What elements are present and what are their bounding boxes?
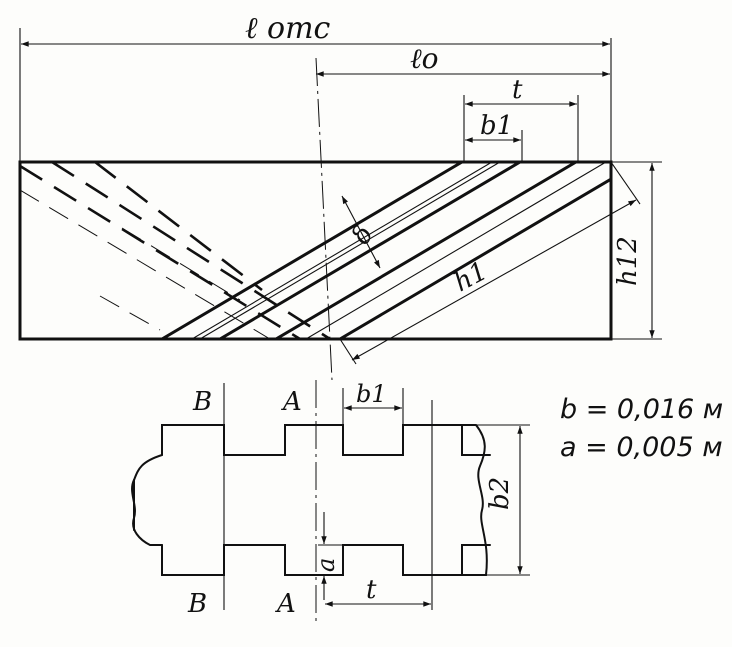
groove-line bbox=[160, 162, 464, 339]
label-section-A-bottom: A bbox=[275, 589, 296, 619]
label-l-zero: ℓo bbox=[410, 42, 439, 75]
note-b-value: b = 0,016 м bbox=[560, 394, 723, 425]
hidden-groove-line bbox=[94, 162, 263, 292]
hidden-groove-line bbox=[51, 162, 331, 339]
break-line-right bbox=[461, 424, 488, 576]
dimension-h1 bbox=[351, 199, 637, 361]
hidden-groove-centerline bbox=[121, 227, 241, 301]
hidden-groove-line bbox=[20, 164, 301, 339]
groove-line bbox=[274, 162, 578, 339]
label-b2: b2 bbox=[485, 477, 515, 510]
label-h12: h12 bbox=[613, 236, 643, 286]
notes: b = 0,016 м a = 0,005 м bbox=[560, 394, 723, 463]
extension-line-h1-bottom bbox=[339, 338, 357, 365]
extension-line-h1-top bbox=[610, 161, 641, 205]
label-b1-top: b1 bbox=[480, 111, 513, 141]
workpiece-outline bbox=[18, 160, 613, 341]
label-l-total: ℓ отс bbox=[245, 11, 331, 46]
label-b1-bottom: b1 bbox=[356, 380, 387, 408]
label-h1: h1 bbox=[449, 256, 492, 298]
section-view: B A B A b1 b2 a t bbox=[131, 380, 530, 625]
hidden-groove-centerline bbox=[20, 189, 271, 339]
hidden-groove-short bbox=[99, 295, 161, 331]
groove-line bbox=[338, 177, 611, 339]
groove-centerline bbox=[191, 162, 493, 339]
profile-top-edge bbox=[161, 424, 491, 456]
break-line-left bbox=[131, 454, 163, 546]
label-t-bottom: t bbox=[366, 575, 377, 605]
grooves bbox=[20, 162, 611, 339]
top-view: ℓ отс ℓo t b1 h12 bbox=[18, 11, 662, 381]
label-section-B-top: B bbox=[192, 387, 212, 417]
center-axis-top bbox=[315, 57, 333, 381]
groove-line bbox=[218, 162, 522, 339]
label-section-B-bottom: B bbox=[187, 589, 207, 619]
note-a-value: a = 0,005 м bbox=[560, 432, 723, 463]
label-t-top: t bbox=[512, 75, 523, 105]
label-section-A-top: A bbox=[281, 387, 302, 417]
label-a: a bbox=[312, 558, 340, 572]
